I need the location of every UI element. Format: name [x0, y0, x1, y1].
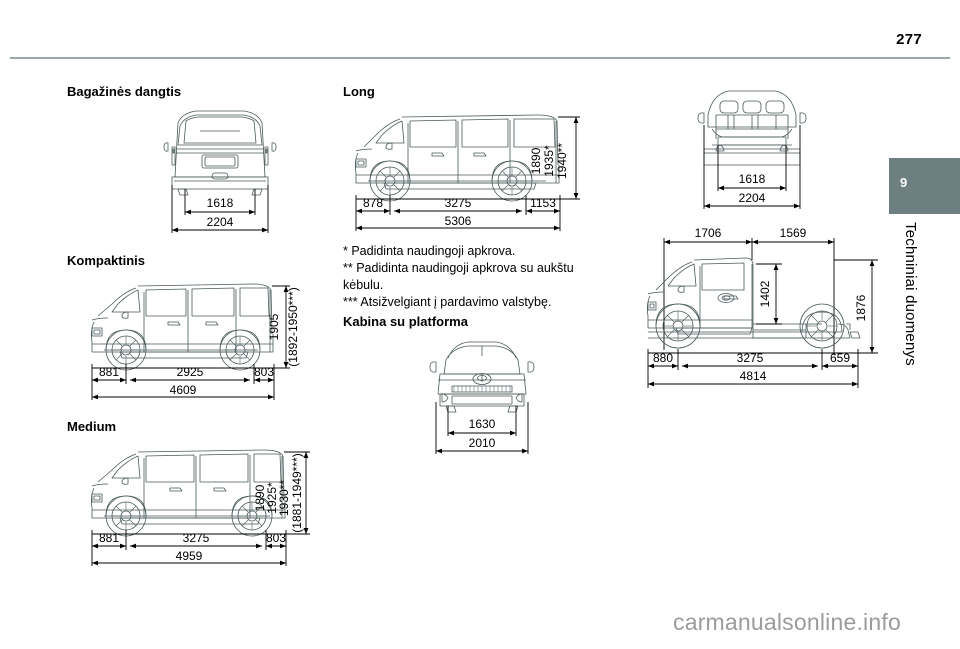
dimension-1930: 1930** [277, 480, 291, 516]
dimension-1402: 1402 [758, 280, 772, 307]
heading-long: Long [343, 84, 375, 99]
dimension-1153: 1153 [530, 196, 556, 210]
dimension-878: 878 [363, 196, 383, 210]
figure-cab-platform-side-view: 1706 1569 [606, 220, 896, 395]
figure-cab-platform-front-view: 1630 2010 [410, 336, 555, 461]
figure-compact-side-view: 881 2925 803 4609 1905 (1892-1950***) [68, 272, 318, 407]
dimension-1630: 1630 [469, 417, 496, 431]
dimension-1905: 1905 [267, 313, 281, 340]
dimension-4609: 4609 [170, 383, 197, 397]
footnotes: * Padidinta naudingoji apkrova. ** Padid… [343, 243, 583, 311]
dimension-2204: 2204 [739, 191, 766, 205]
dimension-880: 880 [653, 351, 673, 365]
dimension-2010: 2010 [469, 436, 496, 450]
figure-long-side-view: 878 3275 1153 5306 1890 1935* 1940** [340, 103, 590, 238]
figure-medium-side-view: 881 3275 803 4959 1890 1925* 1930** (188… [68, 438, 328, 573]
dimension-2204: 2204 [207, 215, 234, 229]
figure-cab-platform-rear-view: 1618 2204 [672, 85, 832, 215]
dimension-4814: 4814 [740, 369, 767, 383]
dimension-1618: 1618 [739, 172, 766, 186]
dimension-803: 803 [266, 531, 286, 545]
page-number: 277 [896, 31, 922, 48]
dimension-1940: 1940** [555, 143, 569, 179]
dimension-1881-1949: (1881-1949***) [290, 453, 304, 532]
dimension-3275: 3275 [183, 531, 210, 545]
dimension-1618: 1618 [207, 196, 234, 210]
chapter-title: Techniniai duomenys [902, 222, 919, 366]
dimension-1892-1950: (1892-1950***) [286, 287, 300, 366]
dimension-1935: 1935* [542, 145, 556, 177]
dimension-1706: 1706 [695, 226, 722, 240]
dimension-1925: 1925* [265, 482, 279, 514]
chapter-tab-number: 9 [900, 175, 908, 190]
footnote-1: * Padidinta naudingoji apkrova. [343, 244, 516, 258]
dimension-659: 659 [830, 351, 850, 365]
footnote-3: *** Atsižvelgiant į pardavimo valstybę. [343, 295, 552, 309]
dimension-803: 803 [254, 365, 274, 379]
figure-tailgate-rear-view: 1618 2204 [150, 105, 290, 240]
watermark: carmanualsonline.info [673, 609, 901, 635]
footnote-2: ** Padidinta naudingoji apkrova su aukšt… [343, 261, 574, 292]
dimension-881: 881 [99, 365, 119, 379]
dimension-1876: 1876 [854, 294, 868, 321]
dimension-3275: 3275 [737, 351, 764, 365]
heading-compact: Kompaktinis [67, 253, 146, 268]
heading-tailgate: Bagažinės dangtis [67, 84, 182, 99]
dimension-1890: 1890 [253, 484, 267, 511]
dimension-5306: 5306 [445, 214, 472, 228]
heading-cab-platform: Kabina su platforma [343, 314, 468, 329]
heading-medium: Medium [67, 419, 117, 434]
header-divider [10, 57, 950, 59]
dimension-881: 881 [99, 531, 119, 545]
dimension-1890: 1890 [529, 147, 543, 174]
dimension-2925: 2925 [177, 365, 204, 379]
dimension-3275: 3275 [445, 196, 472, 210]
chapter-tab: 9 [889, 158, 960, 214]
dimension-4959: 4959 [176, 549, 203, 563]
dimension-1569: 1569 [780, 226, 807, 240]
